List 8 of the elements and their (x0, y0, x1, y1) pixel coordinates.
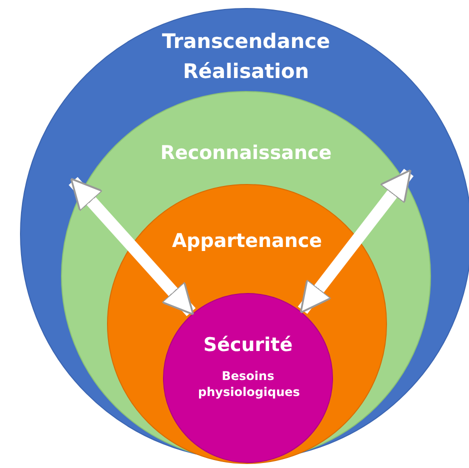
double-arrow (68, 176, 196, 316)
level-label: Besoins physiologiques (198, 368, 298, 400)
double-arrow (298, 168, 414, 314)
level-label: Appartenance (172, 230, 322, 252)
level-label: Transcendance (162, 29, 330, 53)
level-label: Sécurité (203, 334, 293, 356)
level-label: Reconnaissance (160, 142, 332, 164)
level-label: Réalisation (183, 59, 309, 83)
